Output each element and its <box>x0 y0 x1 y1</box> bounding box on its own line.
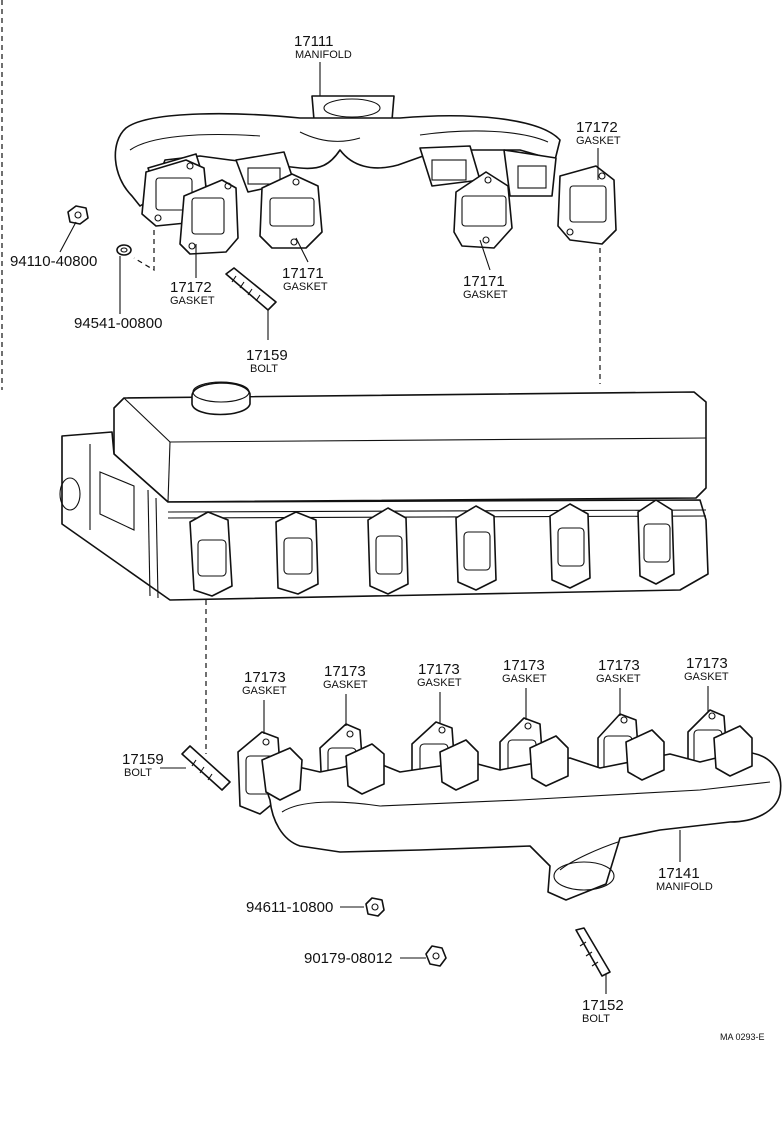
washer-dashed-leader <box>133 230 155 272</box>
part-label: BOLT <box>124 767 152 779</box>
callout-bolt-17159-upper: 17159 BOLT <box>246 347 288 375</box>
callout-bolt-17152: 17152 BOLT <box>582 997 624 1025</box>
gasket-17172-right-part <box>557 165 617 245</box>
gasket-17171-right-part <box>453 171 513 249</box>
part-label: MANIFOLD <box>295 49 352 61</box>
part-number: 90179-08012 <box>304 950 392 967</box>
gasket-17171-left-part <box>259 173 323 249</box>
stud-bolt-17152 <box>575 927 611 977</box>
head-port-gasket-4 <box>455 505 497 591</box>
callout-bolt-17159-lower: 17159 BOLT <box>122 751 164 779</box>
part-label: GASKET <box>170 295 215 307</box>
washer-94541-00800 <box>116 244 132 256</box>
cylinder-head-cover <box>59 381 709 601</box>
part-label: GASKET <box>283 281 328 293</box>
part-label: GASKET <box>576 135 621 147</box>
part-number: 17173 <box>324 663 366 680</box>
part-number: 94110-40800 <box>10 253 97 270</box>
callout-washer-94541: 94541-00800 <box>74 315 162 332</box>
nut-94611-10800 <box>365 897 385 917</box>
callout-gasket-17171-right: 17171 GASKET <box>463 273 508 301</box>
callout-nut-94611: 94611-10800 <box>246 899 333 916</box>
nut-94110-40800 <box>67 205 89 225</box>
callout-gasket-17173-5: 17173 GASKET <box>596 657 641 685</box>
part-number: 17171 <box>463 273 505 290</box>
exhaust-manifold-17141 <box>237 709 782 901</box>
part-number: 17173 <box>598 657 640 674</box>
head-port-gasket-3 <box>367 507 409 595</box>
part-number: 17173 <box>418 661 460 678</box>
part-number: 17173 <box>686 655 728 672</box>
part-number: 17172 <box>170 279 212 296</box>
nut-90179-08012 <box>425 945 447 967</box>
callout-gasket-17173-3: 17173 GASKET <box>417 661 462 689</box>
callout-gasket-17173-4: 17173 GASKET <box>502 657 547 685</box>
callout-gasket-17172-right: 17172 GASKET <box>576 119 621 147</box>
part-number: 17141 <box>658 865 700 882</box>
part-label: GASKET <box>684 671 729 683</box>
part-label: GASKET <box>463 289 508 301</box>
part-label: GASKET <box>502 673 547 685</box>
gasket-17172-front <box>179 179 239 255</box>
part-label: GASKET <box>596 673 641 685</box>
part-label: GASKET <box>323 679 368 691</box>
part-number: 17152 <box>582 997 624 1014</box>
part-label: MANIFOLD <box>656 881 713 893</box>
callout-gasket-17173-2: 17173 GASKET <box>323 663 368 691</box>
callout-gasket-17173-6: 17173 GASKET <box>684 655 729 683</box>
stud-bolt-17159-lower <box>181 745 231 791</box>
stud-bolt-17159-upper <box>225 267 277 311</box>
callout-nut-94110: 94110-40800 <box>10 253 97 270</box>
leader-lines <box>59 62 709 994</box>
figure-code: MA 0293-E <box>720 1032 765 1042</box>
part-number: 17173 <box>244 669 286 686</box>
part-label: GASKET <box>417 677 462 689</box>
part-label: GASKET <box>242 685 287 697</box>
part-label: BOLT <box>582 1013 610 1025</box>
part-number: 17159 <box>122 751 164 768</box>
part-number: 17172 <box>576 119 618 136</box>
callout-gasket-17172-left: 17172 GASKET <box>170 279 215 307</box>
head-port-gasket-5 <box>549 503 591 589</box>
callout-manifold-17141: 17141 MANIFOLD <box>656 865 713 893</box>
head-port-gasket-6 <box>637 499 675 585</box>
callout-manifold-17111: 17111 MANIFOLD <box>294 33 352 61</box>
part-number: 17111 <box>294 33 334 50</box>
head-port-gasket-1 <box>189 511 233 597</box>
head-port-gasket-2 <box>275 511 319 595</box>
part-label: BOLT <box>250 363 278 375</box>
callout-gasket-17173-1: 17173 GASKET <box>242 669 287 697</box>
part-number: 94611-10800 <box>246 899 333 916</box>
part-number: 17171 <box>282 265 324 282</box>
part-number: 17159 <box>246 347 288 364</box>
part-number: 94541-00800 <box>74 315 162 332</box>
callout-gasket-17171-left: 17171 GASKET <box>282 265 328 293</box>
callout-nut-90179: 90179-08012 <box>304 950 392 967</box>
part-number: 17173 <box>503 657 545 674</box>
